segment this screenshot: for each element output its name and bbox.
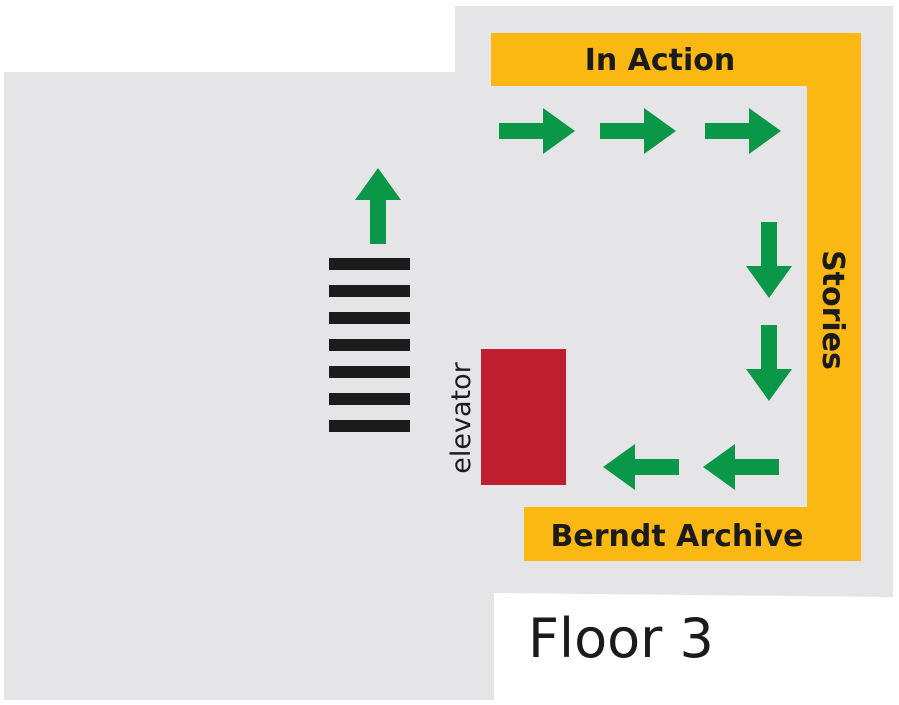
section-label-berndt-archive: Berndt Archive [551, 519, 804, 554]
section-label-stories: Stories [815, 250, 850, 370]
stairs-icon [329, 258, 410, 432]
floor-title: Floor 3 [528, 607, 714, 670]
stair-step [329, 312, 410, 324]
stair-step [329, 393, 410, 405]
stair-step [329, 420, 410, 432]
stair-step [329, 285, 410, 297]
stair-step [329, 366, 410, 378]
exhibit-section-band [491, 33, 861, 561]
floor-area [4, 6, 893, 700]
elevator-block [481, 349, 566, 485]
section-label-in-action: In Action [585, 43, 736, 78]
stair-step [329, 339, 410, 351]
stair-step [329, 258, 410, 270]
elevator-label: elevator [446, 361, 477, 473]
